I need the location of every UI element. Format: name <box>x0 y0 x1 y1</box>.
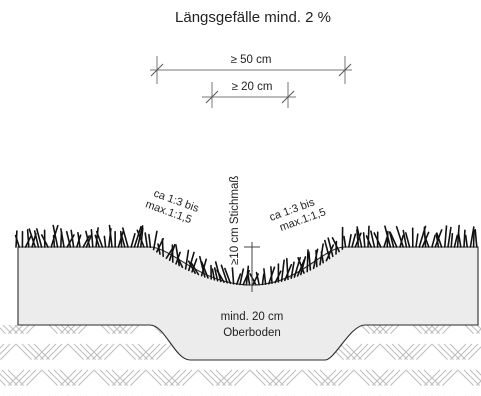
topsoil-label-line2: Oberboden <box>223 327 281 339</box>
right-slope-label: ca 1:3 bis max.1:1,5 <box>268 196 328 234</box>
depth-dimension: ≥10 cm Stichmaß <box>229 176 260 292</box>
topsoil-label-line1: mind. 20 cm <box>221 311 284 323</box>
left-slope-label: ca 1:3 bis max.1:1,5 <box>144 188 201 227</box>
inner-width-dimension: ≥ 20 cm <box>202 81 296 108</box>
outer-width-dimension: ≥ 50 cm <box>150 54 352 84</box>
subsoil-hatching <box>0 325 481 396</box>
topsoil-layer <box>17 246 479 361</box>
title: Längsgefälle mind. 2 % <box>175 9 331 26</box>
inner-width-label: ≥ 20 cm <box>232 81 273 93</box>
depth-label: ≥10 cm Stichmaß <box>229 176 241 265</box>
outer-width-label: ≥ 50 cm <box>231 54 272 66</box>
grass-surface <box>14 224 478 286</box>
